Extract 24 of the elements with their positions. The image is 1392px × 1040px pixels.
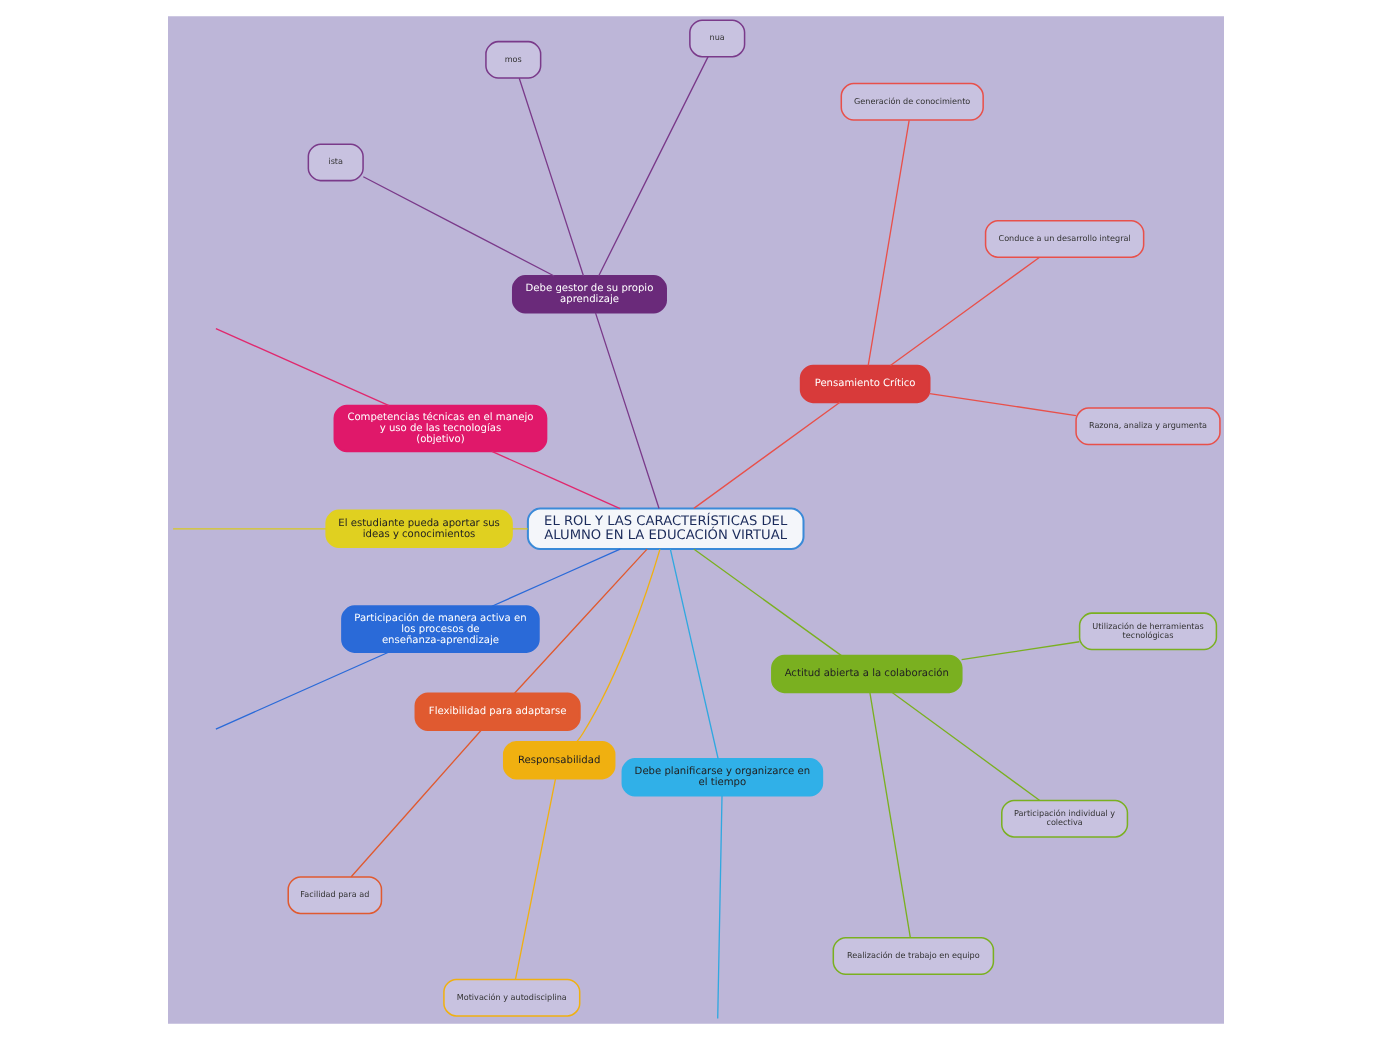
connector xyxy=(350,729,483,878)
connector xyxy=(215,327,390,407)
connector xyxy=(693,548,843,657)
connector xyxy=(576,548,661,743)
connector xyxy=(889,256,1040,367)
connector xyxy=(960,641,1081,661)
connector xyxy=(518,77,585,277)
connector xyxy=(669,548,719,760)
connector xyxy=(491,548,621,607)
connector xyxy=(215,651,390,730)
connector xyxy=(869,691,911,939)
connector xyxy=(717,795,723,1020)
connector xyxy=(514,777,557,980)
connector xyxy=(172,528,327,530)
connector xyxy=(867,119,910,367)
connector xyxy=(594,312,660,510)
connector xyxy=(513,548,648,694)
connector xyxy=(598,56,709,277)
connector xyxy=(891,691,1041,801)
connector xyxy=(362,176,555,277)
connector xyxy=(929,392,1077,417)
connector xyxy=(511,528,529,530)
connector xyxy=(491,450,621,510)
connector xyxy=(693,401,841,510)
